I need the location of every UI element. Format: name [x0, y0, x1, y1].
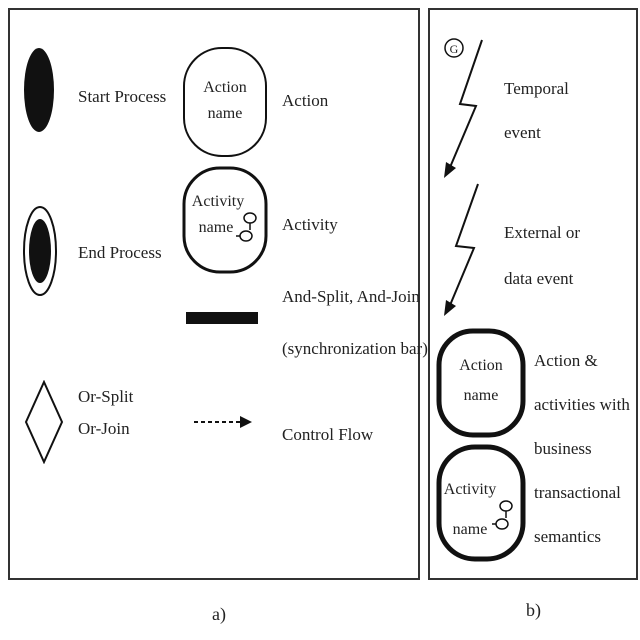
action-shape: Action name — [183, 47, 267, 157]
start-process-symbol — [24, 48, 54, 132]
subprocess-icon — [492, 500, 513, 530]
or-split-diamond — [24, 380, 64, 464]
activity-inner-line2: name — [199, 219, 234, 236]
subprocess-icon — [236, 212, 257, 242]
or-split-label: Or-Split — [78, 387, 134, 406]
transactional-label-line3: business — [534, 439, 592, 458]
transactional-action-inner-line2: name — [464, 387, 499, 404]
synchronization-bar-label: (synchronization bar) — [282, 339, 428, 358]
transactional-activity-inner-line1: Activity — [444, 481, 496, 498]
external-event-label-line2: data event — [504, 269, 574, 288]
or-join-label: Or-Join — [78, 419, 130, 438]
control-flow-label: Control Flow — [282, 425, 374, 444]
temporal-event-symbol: G — [444, 38, 483, 178]
transactional-label-line2: activities with — [534, 395, 630, 414]
legend-panel-a: Start Process End Process Or-Split Or-Jo… — [8, 8, 428, 580]
end-process-symbol — [23, 206, 57, 296]
transactional-label-line4: transactional — [534, 483, 621, 502]
activity-shape: Activity name — [182, 166, 268, 274]
action-inner-line2: name — [208, 105, 243, 122]
control-flow-arrow — [194, 416, 252, 428]
start-process-label: Start Process — [78, 87, 167, 106]
activity-label: Activity — [282, 215, 338, 234]
and-split-label: And-Split, And-Join — [282, 287, 420, 306]
transactional-action-shape: Action name — [436, 328, 526, 438]
transactional-label-line5: semantics — [534, 527, 602, 546]
external-event-label-line1: External or — [504, 223, 580, 242]
temporal-event-label-line1: Temporal — [504, 79, 569, 98]
temporal-event-label-line2: event — [504, 123, 541, 142]
end-process-label: End Process — [78, 243, 162, 262]
transactional-activity-shape: Activity name — [436, 444, 526, 562]
action-inner-line1: Action — [203, 79, 247, 96]
temporal-clock-symbol: G — [450, 42, 459, 56]
external-event-symbol — [444, 183, 479, 316]
transactional-activity-inner-line2: name — [453, 521, 488, 538]
legend-panel-b: G Temporal event External or data event … — [428, 8, 638, 580]
caption-a: a) — [212, 604, 226, 624]
transactional-label-line1: Action & — [534, 351, 598, 370]
synchronization-bar — [186, 312, 258, 324]
caption-b: b) — [526, 600, 541, 620]
transactional-action-inner-line1: Action — [459, 357, 503, 374]
action-label: Action — [282, 91, 329, 110]
activity-inner-line1: Activity — [192, 193, 244, 210]
